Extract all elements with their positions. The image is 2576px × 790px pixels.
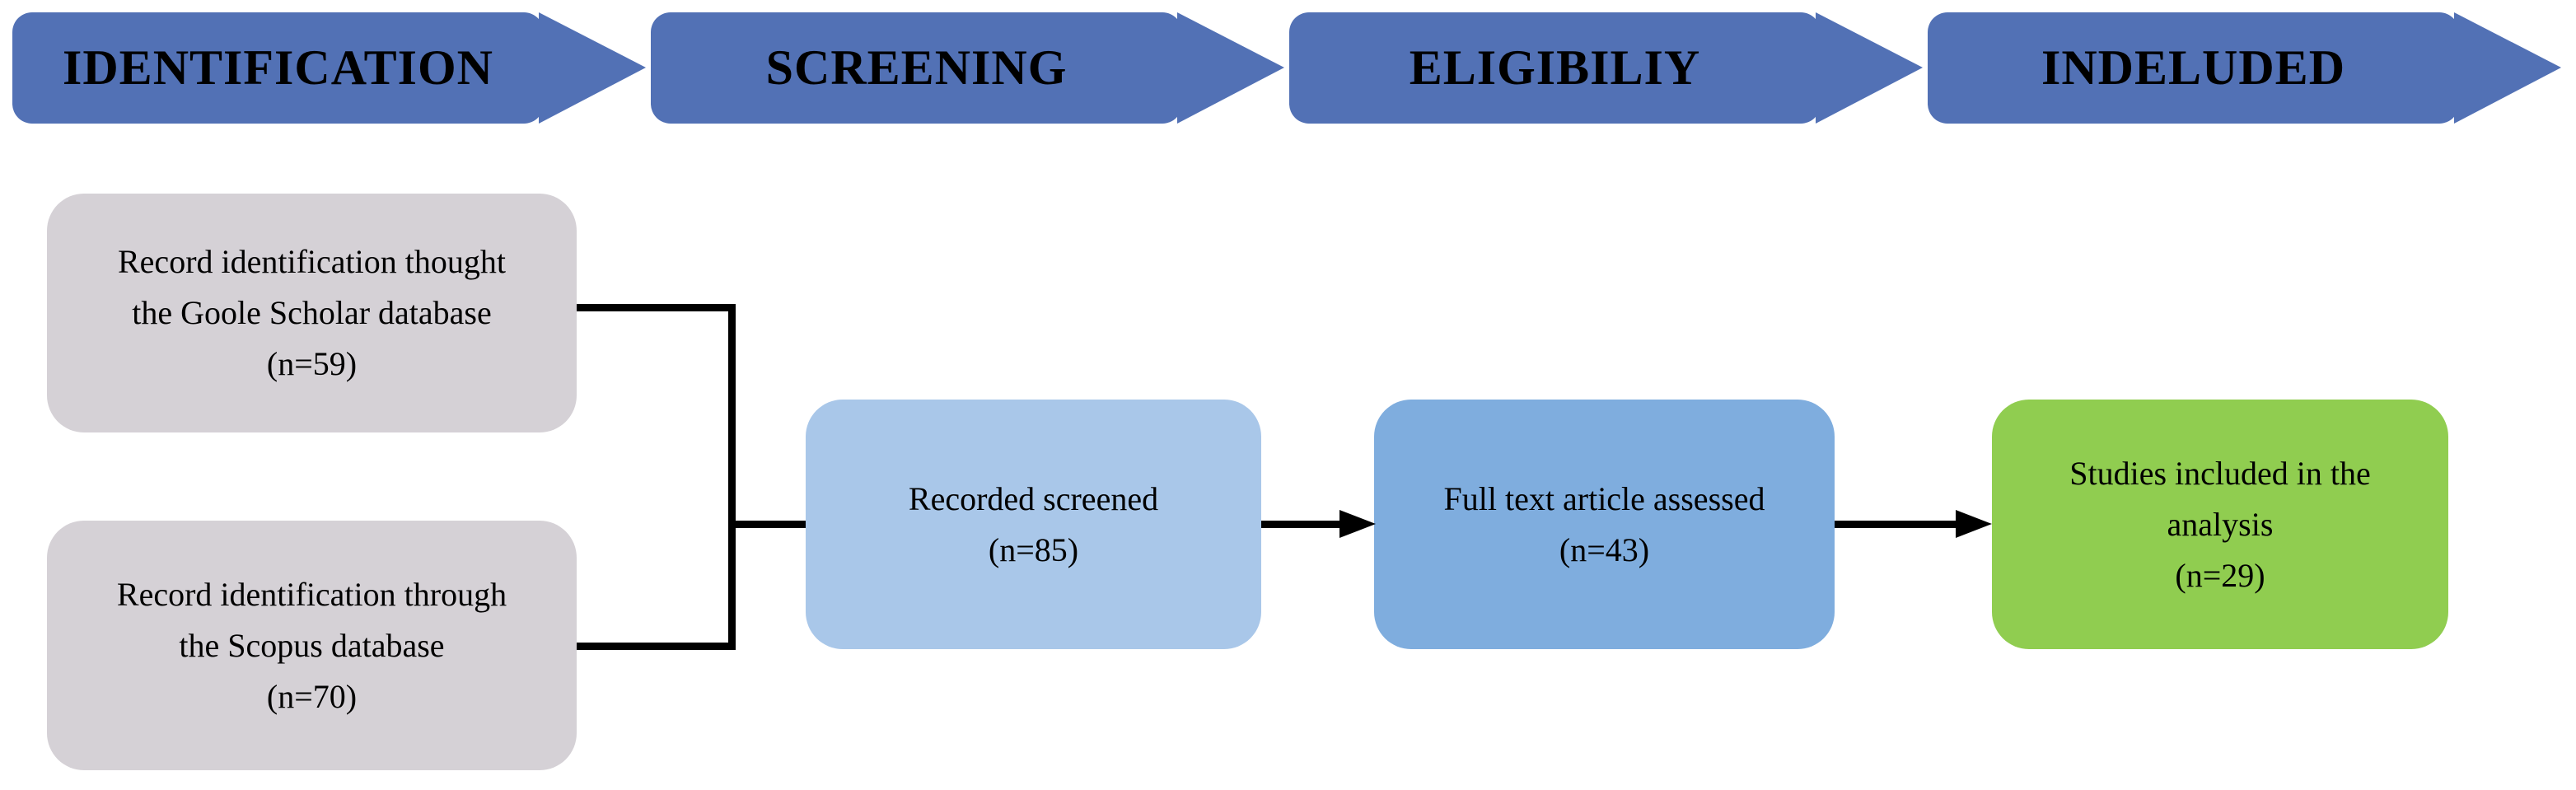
banner-screening-label: SCREENING xyxy=(765,40,1068,95)
banner-eligibility-ribbon: ELIGIBILIY xyxy=(1289,12,1821,124)
banner-screening-ribbon: SCREENING xyxy=(651,12,1182,124)
arrow-screened-to-fulltext-line xyxy=(1261,521,1343,528)
arrow-fulltext-to-included-head-icon xyxy=(1956,510,1992,538)
node-scopus-text: Record identification through the Scopus… xyxy=(116,575,507,715)
node-included-text: Studies included in the analysis (n=29) xyxy=(2069,454,2371,594)
banner-included-ribbon: INDELUDED xyxy=(1928,12,2459,124)
connector-google-scholar-horizontal xyxy=(577,304,736,311)
node-screened: Recorded screened (n=85) xyxy=(806,400,1261,649)
connector-merge-to-screened xyxy=(728,521,806,528)
arrow-fulltext-to-included-line xyxy=(1835,521,1959,528)
node-full-text-text: Full text article assessed (n=43) xyxy=(1443,479,1765,568)
node-google-scholar: Record identification thought the Goole … xyxy=(47,194,577,432)
banner-identification-ribbon: IDENTIFICATION xyxy=(12,12,544,124)
arrow-screened-to-fulltext-head-icon xyxy=(1339,510,1376,538)
node-included: Studies included in the analysis (n=29) xyxy=(1992,400,2448,649)
node-google-scholar-text: Record identification thought the Goole … xyxy=(118,243,506,382)
banner-eligibility-arrow-tip-icon xyxy=(1816,12,1923,124)
connector-scopus-horizontal xyxy=(577,643,736,650)
banner-eligibility-label: ELIGIBILIY xyxy=(1409,40,1701,95)
banner-eligibility: ELIGIBILIY xyxy=(1289,12,1923,124)
banner-identification-arrow-tip-icon xyxy=(539,12,646,124)
banner-included-arrow-tip-icon xyxy=(2454,12,2561,124)
banner-identification: IDENTIFICATION xyxy=(12,12,646,124)
node-full-text: Full text article assessed (n=43) xyxy=(1374,400,1835,649)
connector-merge-vertical xyxy=(728,304,736,650)
banner-included: INDELUDED xyxy=(1928,12,2561,124)
node-screened-text: Recorded screened (n=85) xyxy=(908,479,1159,568)
banner-included-label: INDELUDED xyxy=(2041,40,2346,95)
banner-screening-arrow-tip-icon xyxy=(1177,12,1284,124)
banner-identification-label: IDENTIFICATION xyxy=(63,40,493,95)
node-scopus: Record identification through the Scopus… xyxy=(47,521,577,770)
banner-screening: SCREENING xyxy=(651,12,1284,124)
